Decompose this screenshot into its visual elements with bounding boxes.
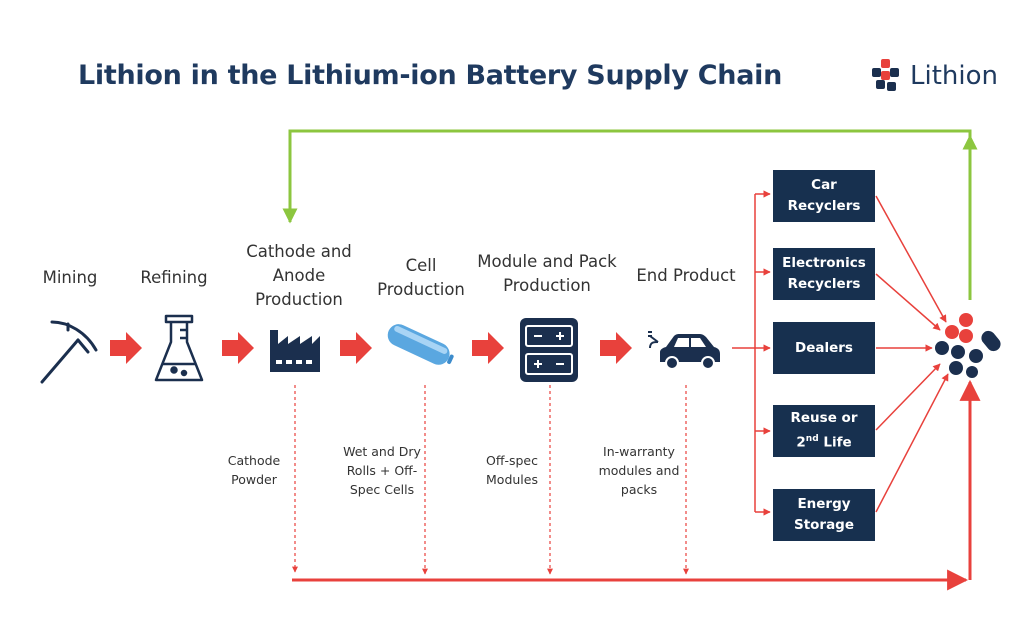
byproduct-rolls-cells: Wet and Dry Rolls + Off- Spec Cells [343,444,421,497]
page-title: Lithion in the Lithium-ion Battery Suppl… [78,60,783,91]
stage-label-end-product: End Product [636,266,736,285]
byproduct-inwarranty: In-warranty modules and packs [598,444,680,497]
bottom-return-arrow [292,379,981,591]
byproduct-dashed-lines [292,385,689,575]
flask-icon [154,314,204,382]
byproduct-offspec-modules: Off-spec Modules [486,453,538,487]
box-reuse-2nd-life: Reuse or 2nd Life [773,405,875,457]
box-dealers: Dealers [773,322,875,374]
box-car-recyclers: Car Recyclers [773,170,875,222]
box-energy-storage: Energy Storage [773,489,875,541]
box-electronics-recyclers: Electronics Recyclers [773,248,875,300]
flow-arrow-1 [110,332,142,364]
battery-module-icon [520,318,578,382]
flow-arrow-5 [600,332,632,364]
lithion-logo: Lithion [868,56,1008,96]
flow-arrow-4 [472,332,504,364]
stage-label-refining: Refining [140,268,208,287]
flow-arrows [110,332,632,364]
factory-icon [270,330,320,372]
lithion-hub-icon [935,313,1001,378]
stage-label-cathode-anode: Cathode and Anode Production [246,242,352,309]
feedback-loop-arrow [282,129,978,300]
stage-label-cell: Cell Production [377,256,465,299]
lithion-logo-icon [872,59,899,91]
flow-arrow-2 [222,332,254,364]
flow-arrow-3 [340,332,372,364]
electric-car-icon [648,331,720,370]
pickaxe-icon [40,320,98,384]
battery-cell-icon [387,324,454,365]
stage-label-module-pack: Module and Pack Production [477,252,617,295]
destination-to-lithion-arrows [875,195,949,513]
stage-label-mining: Mining [42,268,98,287]
distribution-branch [732,190,771,516]
byproduct-cathode-powder: Cathode Powder [227,453,281,487]
logo-text: Lithion [910,61,998,91]
